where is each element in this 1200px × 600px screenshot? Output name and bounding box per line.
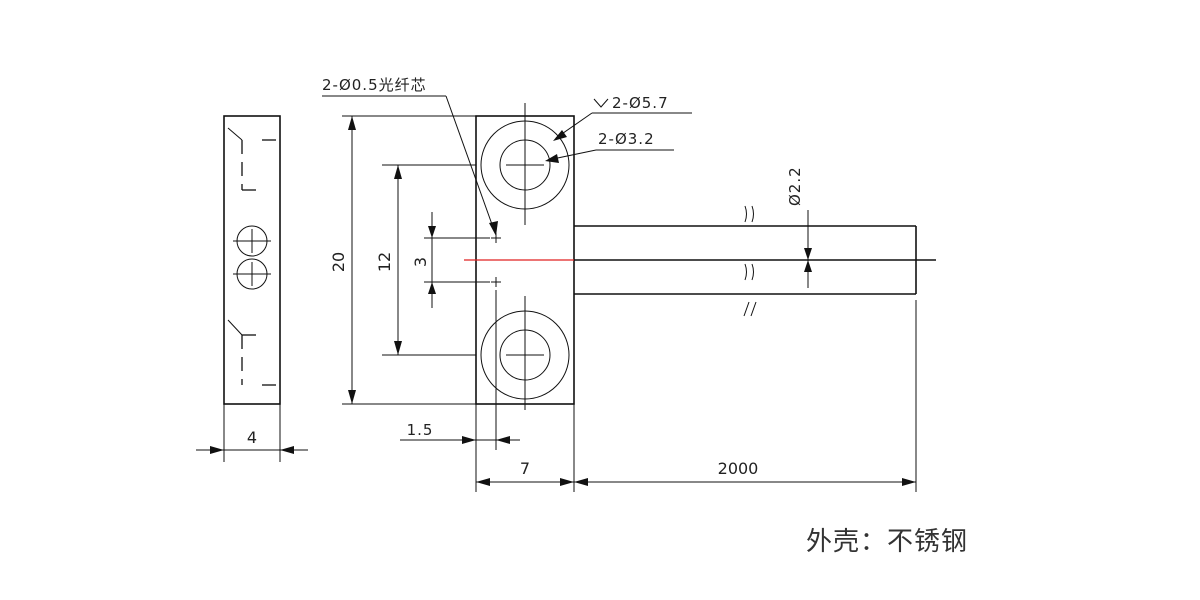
dim-height-label: 20 [329,252,348,272]
dim-cable-length-label: 2000 [718,459,759,478]
callout-fiber-core: 2-Ø0.5光纤芯 [322,76,498,236]
dim-block-width-label: 7 [520,459,530,478]
fiber-cable [574,205,936,317]
dim-core-offset: 1.5 [400,290,520,450]
dim-core-spacing-label: 3 [411,257,430,267]
side-view [223,115,281,405]
callout-counterbore-label: 2-Ø5.7 [612,94,669,112]
side-view-outline [223,115,281,405]
dim-cable-diameter-label: Ø2.2 [786,166,804,206]
material-note: 外壳：不锈钢 [806,527,968,557]
dim-hole-spacing: 12 [375,164,476,356]
dim-height: 20 [329,115,476,405]
front-view [464,103,575,410]
callout-through-hole-label: 2-Ø3.2 [598,130,655,148]
dim-core-offset-label: 1.5 [407,421,434,439]
dim-thickness: 4 [196,404,308,462]
dim-cable-length: 2000 [574,300,917,492]
callout-through-hole: 2-Ø3.2 [545,130,674,163]
dim-core-spacing: 3 [411,212,490,308]
dim-block-width: 7 [475,404,575,492]
dim-hole-spacing-label: 12 [375,252,394,272]
dim-cable-diameter: Ø2.2 [786,166,812,288]
dim-thickness-label: 4 [247,428,257,447]
callout-counterbore: 2-Ø5.7 [553,94,692,141]
counterbore-symbol [593,98,609,108]
callout-fiber-core-label: 2-Ø0.5光纤芯 [322,76,427,94]
